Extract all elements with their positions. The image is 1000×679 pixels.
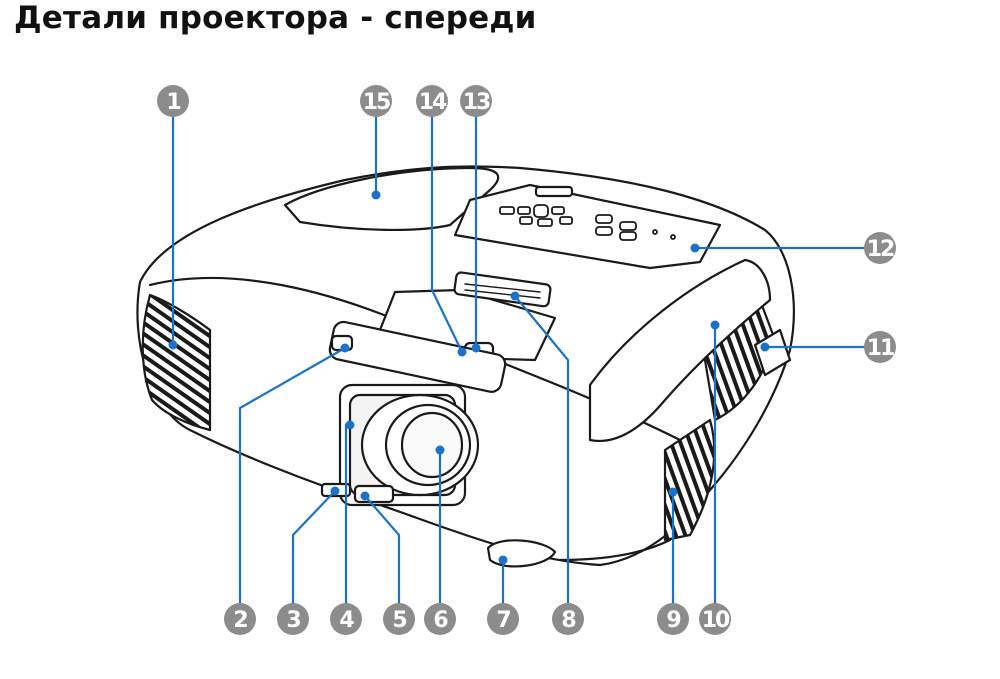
lens-glass xyxy=(400,411,464,479)
rear-port xyxy=(753,328,792,377)
projector-illustration xyxy=(136,165,795,568)
callout-7: 7 xyxy=(487,603,519,635)
left-air-vent xyxy=(141,293,212,432)
callout-7-label: 7 xyxy=(496,608,510,633)
control-panel xyxy=(453,183,722,270)
under-plate xyxy=(558,538,672,562)
callout-11: 11 xyxy=(864,331,896,363)
side-cover xyxy=(588,258,772,443)
callout-3-label: 3 xyxy=(286,608,300,633)
leader-14 xyxy=(430,115,463,353)
leader-8 xyxy=(514,295,570,605)
callout-4-label: 4 xyxy=(339,608,354,633)
callout-14: 14 xyxy=(416,85,449,117)
callout-11-label: 11 xyxy=(867,336,894,361)
callout-14-label: 14 xyxy=(419,90,447,115)
callout-13-label: 13 xyxy=(463,90,490,115)
leader-5 xyxy=(364,495,401,605)
callout-4: 4 xyxy=(330,603,362,635)
callout-10-label: 10 xyxy=(702,608,730,633)
callout-13: 13 xyxy=(460,85,492,117)
callout-5: 5 xyxy=(383,603,415,635)
zoom-ring-ridges xyxy=(464,283,541,299)
callout-badges: 1 15 14 13 12 11 2 3 xyxy=(157,85,896,635)
callout-15: 15 xyxy=(360,85,392,117)
callout-8-label: 8 xyxy=(561,608,575,633)
callout-2: 2 xyxy=(224,603,256,635)
callout-3: 3 xyxy=(277,603,309,635)
leader-2 xyxy=(238,347,346,605)
control-button xyxy=(534,185,574,198)
callout-10: 10 xyxy=(699,603,732,635)
lamp-cover xyxy=(283,166,500,232)
callout-1: 1 xyxy=(157,85,189,117)
callout-12-label: 12 xyxy=(867,237,894,262)
callout-6-label: 6 xyxy=(433,608,448,633)
callout-lines xyxy=(171,115,868,605)
zoom-ring xyxy=(453,271,552,308)
control-buttons xyxy=(499,204,676,241)
callout-2-label: 2 xyxy=(233,608,247,633)
front-foot xyxy=(353,484,395,504)
callout-9: 9 xyxy=(657,603,689,635)
leader-3 xyxy=(291,490,336,605)
callout-15-label: 15 xyxy=(363,90,390,115)
callout-9-label: 9 xyxy=(666,608,680,633)
callout-6: 6 xyxy=(424,603,456,635)
callout-8: 8 xyxy=(552,603,584,635)
callout-1-label: 1 xyxy=(166,90,180,115)
callout-12: 12 xyxy=(864,232,896,264)
callout-dots xyxy=(168,190,770,565)
callout-5-label: 5 xyxy=(392,608,406,633)
right-air-vent xyxy=(663,418,716,542)
page-title: Детали проектора - спереди xyxy=(14,0,537,36)
